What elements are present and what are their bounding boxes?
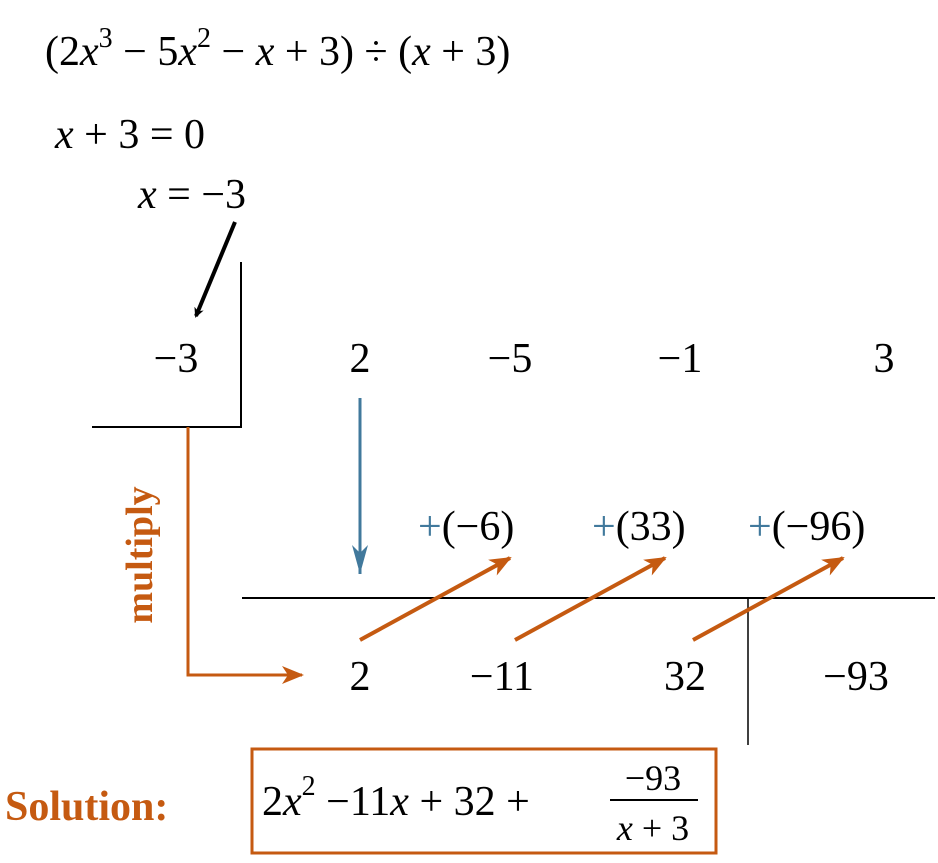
result: 32 [664, 654, 706, 700]
solution-expression: 2x2 −11x + 32 + [262, 771, 530, 825]
coefficient: −1 [658, 336, 703, 382]
coefficient: 3 [874, 336, 895, 382]
multiply-path-arrow [186, 427, 304, 684]
zero-equation: x + 3 = 0 [54, 112, 205, 158]
multiply-arrow [514, 556, 667, 642]
divisor-bracket [92, 262, 242, 428]
product: +(−6) [418, 504, 514, 550]
multiply-arrow [692, 556, 845, 642]
bring-down-arrowhead [352, 545, 368, 574]
root-arrow [194, 221, 237, 318]
coefficient: −5 [488, 336, 533, 382]
solution-label: Solution: [5, 784, 168, 830]
fraction-numerator: −93 [625, 758, 681, 798]
product: +(33) [592, 504, 686, 550]
problem-expression: (2x3 − 5x2 − x + 3) ÷ (x + 3) [45, 23, 510, 75]
fraction-denominator: x + 3 [616, 808, 689, 848]
result: −11 [470, 654, 534, 700]
coefficient: 2 [350, 336, 371, 382]
root-equation: x = −3 [137, 172, 246, 218]
result: 2 [350, 654, 371, 700]
solution-box [250, 747, 718, 855]
divisor: −3 [154, 336, 199, 382]
remainder: −93 [823, 654, 889, 700]
multiply-arrow [359, 556, 512, 642]
multiply-label: multiply [119, 486, 161, 623]
product: +(−96) [748, 504, 865, 550]
